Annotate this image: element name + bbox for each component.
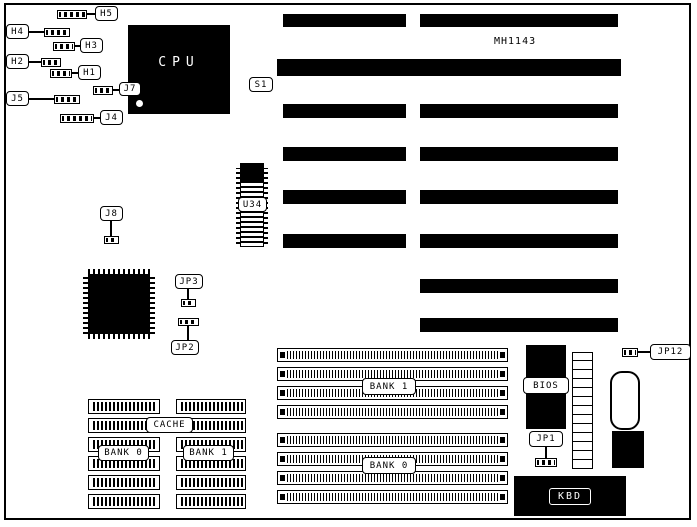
- qfp-pins-left: [83, 274, 88, 334]
- lead-line-j5: [28, 98, 54, 100]
- label-bios: BIOS: [523, 377, 569, 394]
- isa-slot-s1: [277, 59, 621, 76]
- label-h1: H1: [78, 65, 101, 80]
- board-outline: [4, 3, 691, 520]
- isa-slot: [283, 147, 406, 161]
- cache-chip: [88, 399, 160, 414]
- jumper-h1: [50, 69, 72, 78]
- jumper-h5: [57, 10, 87, 19]
- lead-line-h2: [28, 61, 41, 63]
- label-simm-bank0: BANK 0: [362, 457, 416, 474]
- jumper-j7: [93, 86, 113, 95]
- label-jp3: JP3: [175, 274, 203, 289]
- lead-line-h1: [71, 72, 79, 74]
- qfp-pins-right: [150, 274, 155, 334]
- lead-line-j8: [110, 220, 112, 236]
- lead-line-h5: [86, 13, 96, 15]
- label-cache: CACHE: [146, 417, 193, 433]
- connector-block: [612, 431, 644, 468]
- isa-slot: [420, 234, 618, 248]
- power-connector: [572, 352, 593, 469]
- jumper-h2: [41, 58, 61, 67]
- lead-line-j7: [112, 89, 120, 91]
- label-u34: U34: [238, 197, 267, 212]
- label-jp1: JP1: [529, 431, 563, 447]
- label-h3: H3: [80, 38, 103, 53]
- cache-chip: [88, 475, 160, 490]
- lead-line-jp12: [637, 351, 651, 353]
- jumper-h3: [53, 42, 75, 51]
- simm-socket: [277, 405, 508, 419]
- jumper-jp2: [178, 318, 199, 326]
- cpu-chip: CPU: [128, 25, 230, 114]
- din-connector: [610, 371, 640, 430]
- cache-chip: [176, 475, 246, 490]
- label-j5: J5: [6, 91, 29, 106]
- label-cache-bank1: BANK 1: [183, 445, 234, 461]
- lead-line-jp1: [545, 446, 547, 458]
- label-h5: H5: [95, 6, 118, 21]
- label-h2: H2: [6, 54, 29, 69]
- cache-chip: [176, 494, 246, 509]
- isa-slot: [420, 190, 618, 204]
- kbd-label: KBD: [548, 487, 592, 505]
- u34-chip-cap: [240, 163, 264, 183]
- lead-line-h3: [74, 45, 81, 47]
- jumper-h4: [44, 28, 70, 37]
- cache-chip: [176, 399, 246, 414]
- isa-slot: [420, 147, 618, 161]
- jumper-jp1: [535, 458, 557, 467]
- label-jp2: JP2: [171, 340, 199, 355]
- jumper-jp3: [181, 299, 196, 307]
- isa-slot: [283, 190, 406, 204]
- label-j4: J4: [100, 110, 123, 125]
- label-jp12: JP12: [650, 344, 691, 360]
- lead-line-j4: [93, 117, 101, 119]
- isa-slot: [420, 318, 618, 332]
- label-simm-bank1: BANK 1: [362, 378, 416, 395]
- kbd-block: KBD: [514, 476, 626, 516]
- lead-line-h4: [28, 31, 44, 33]
- simm-socket: [277, 348, 508, 362]
- isa-slot: [420, 279, 618, 293]
- cache-chip: [88, 494, 160, 509]
- isa-slot: [420, 104, 618, 118]
- label-h4: H4: [6, 24, 29, 39]
- label-j8: J8: [100, 206, 123, 221]
- simm-socket: [277, 490, 508, 504]
- isa-slot: [420, 14, 618, 27]
- lead-line-jp2: [187, 326, 189, 341]
- isa-slot: [283, 234, 406, 248]
- label-j7: J7: [119, 82, 141, 96]
- label-s1: S1: [249, 77, 273, 92]
- isa-slot: [283, 104, 406, 118]
- isa-slot: [283, 14, 406, 27]
- qfp-chip: [88, 274, 150, 334]
- simm-socket: [277, 433, 508, 447]
- qfp-pins-top: [88, 269, 150, 274]
- jumper-j8: [104, 236, 119, 244]
- qfp-pins-bottom: [88, 334, 150, 339]
- lead-line-jp3: [187, 288, 189, 299]
- jumper-j5: [54, 95, 80, 104]
- model-number: MH1143: [494, 36, 537, 47]
- jumper-j4: [60, 114, 94, 123]
- jumper-jp12: [622, 348, 638, 357]
- label-cache-bank0: BANK 0: [98, 445, 149, 461]
